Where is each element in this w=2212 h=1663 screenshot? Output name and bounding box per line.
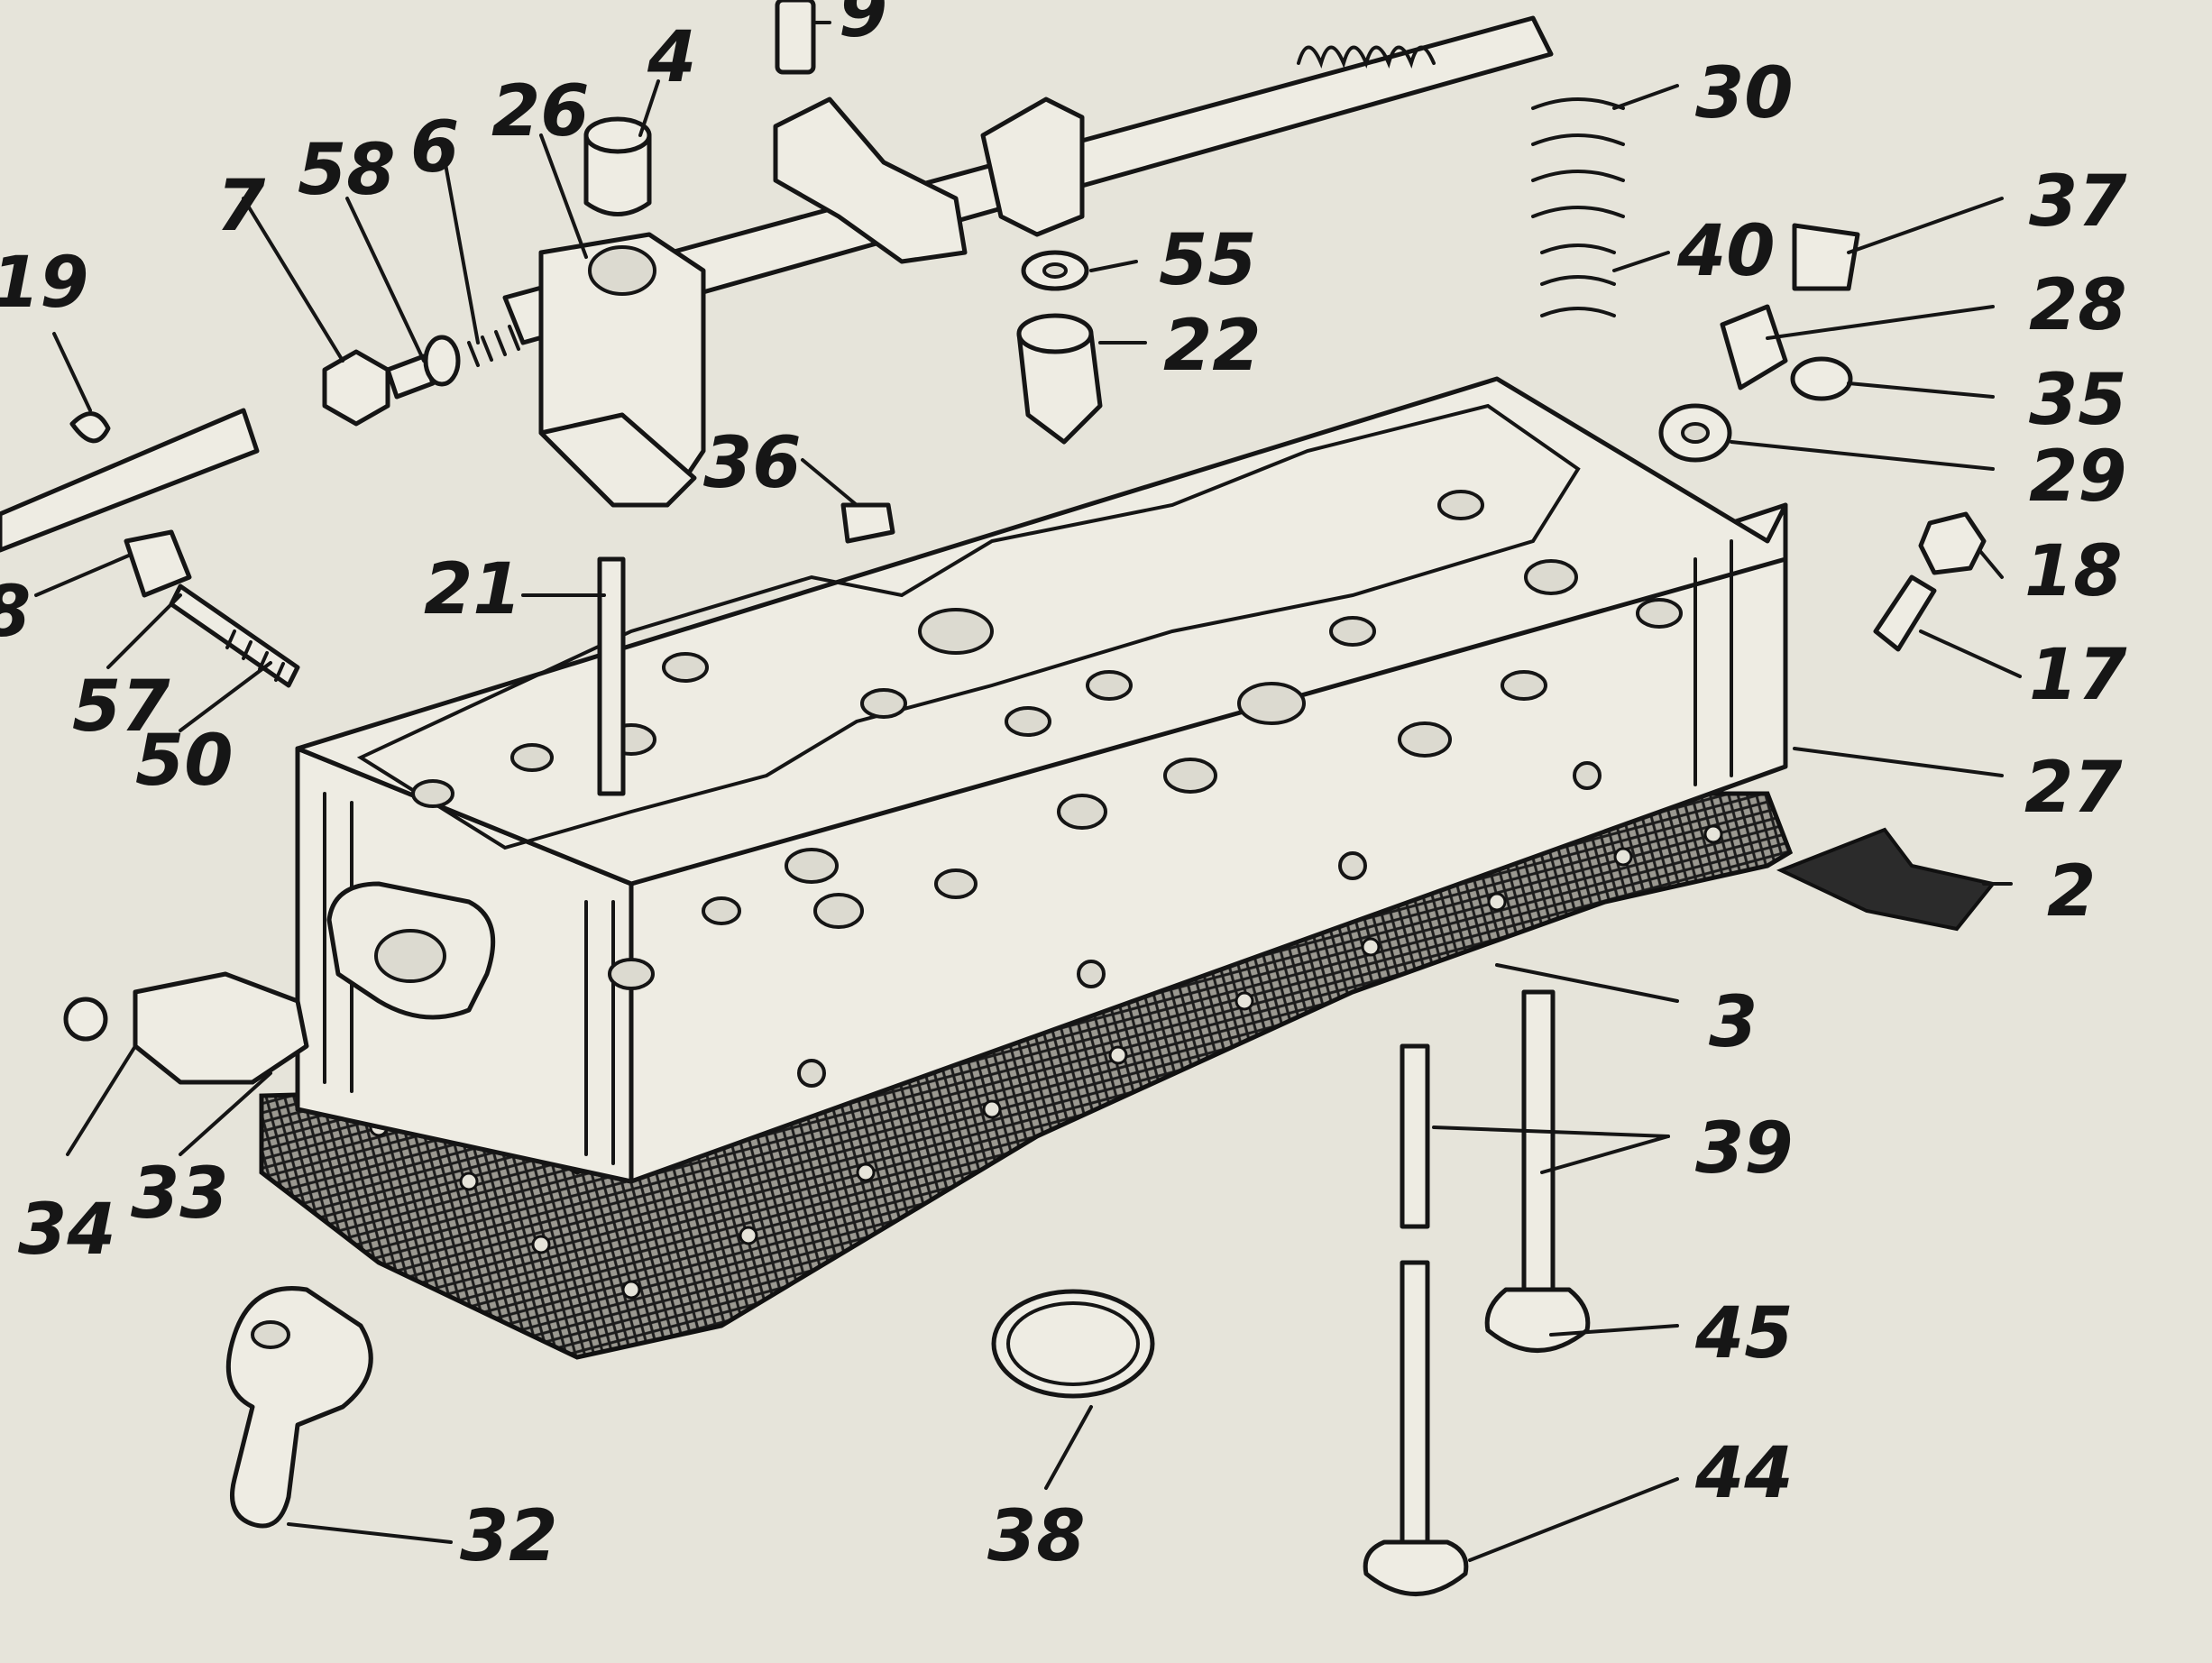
callout-30: 30 [1695,53,1794,134]
valves [1363,989,1591,1596]
callout-28: 28 [2029,265,2127,346]
callout-17: 17 [2029,635,2127,716]
valve-spring-parts [597,97,1996,932]
left-shaft-parts [0,408,300,688]
callout-6: 6 [410,107,459,188]
callout-38: 38 [987,1496,1086,1577]
callout-57: 57 [72,666,170,748]
callout-29: 29 [2029,436,2127,518]
callout-50: 50 [135,721,234,802]
callout-18: 18 [2024,531,2123,612]
callout-35: 35 [2029,360,2127,441]
leader-lines [34,21,2022,1562]
callout-7: 7 [216,166,266,247]
callout-9: 9 [839,0,887,53]
callout-44: 44 [1694,1433,1794,1514]
callout-32: 32 [460,1496,558,1577]
callout-26: 26 [491,71,590,152]
callout-27: 27 [2024,748,2123,829]
callout-36: 36 [703,423,802,504]
loose-parts [63,971,1155,1529]
callout-3: 3 [1709,982,1758,1063]
callout-40: 40 [1676,211,1776,292]
callout-19: 19 [0,243,89,324]
callout-39: 39 [1695,1108,1794,1190]
cylinder-head [295,376,1788,1184]
callout-33: 33 [131,1153,229,1235]
callout-58: 58 [298,130,396,211]
callout-37: 37 [2029,161,2127,243]
callout-55: 55 [1159,220,1257,301]
callout-21: 21 [424,549,522,630]
callout-22: 22 [1163,306,1262,387]
callout-labels: 9 4 26 6 58 7 19 8 57 50 30 40 37 28 35 … [0,0,2127,1577]
callout-45: 45 [1694,1293,1794,1374]
callout-8: 8 [0,572,31,653]
callout-4: 4 [647,17,696,98]
callout-34: 34 [18,1190,116,1271]
callout-2: 2 [2047,851,2096,933]
rocker-shaft-assembly [322,0,1554,508]
